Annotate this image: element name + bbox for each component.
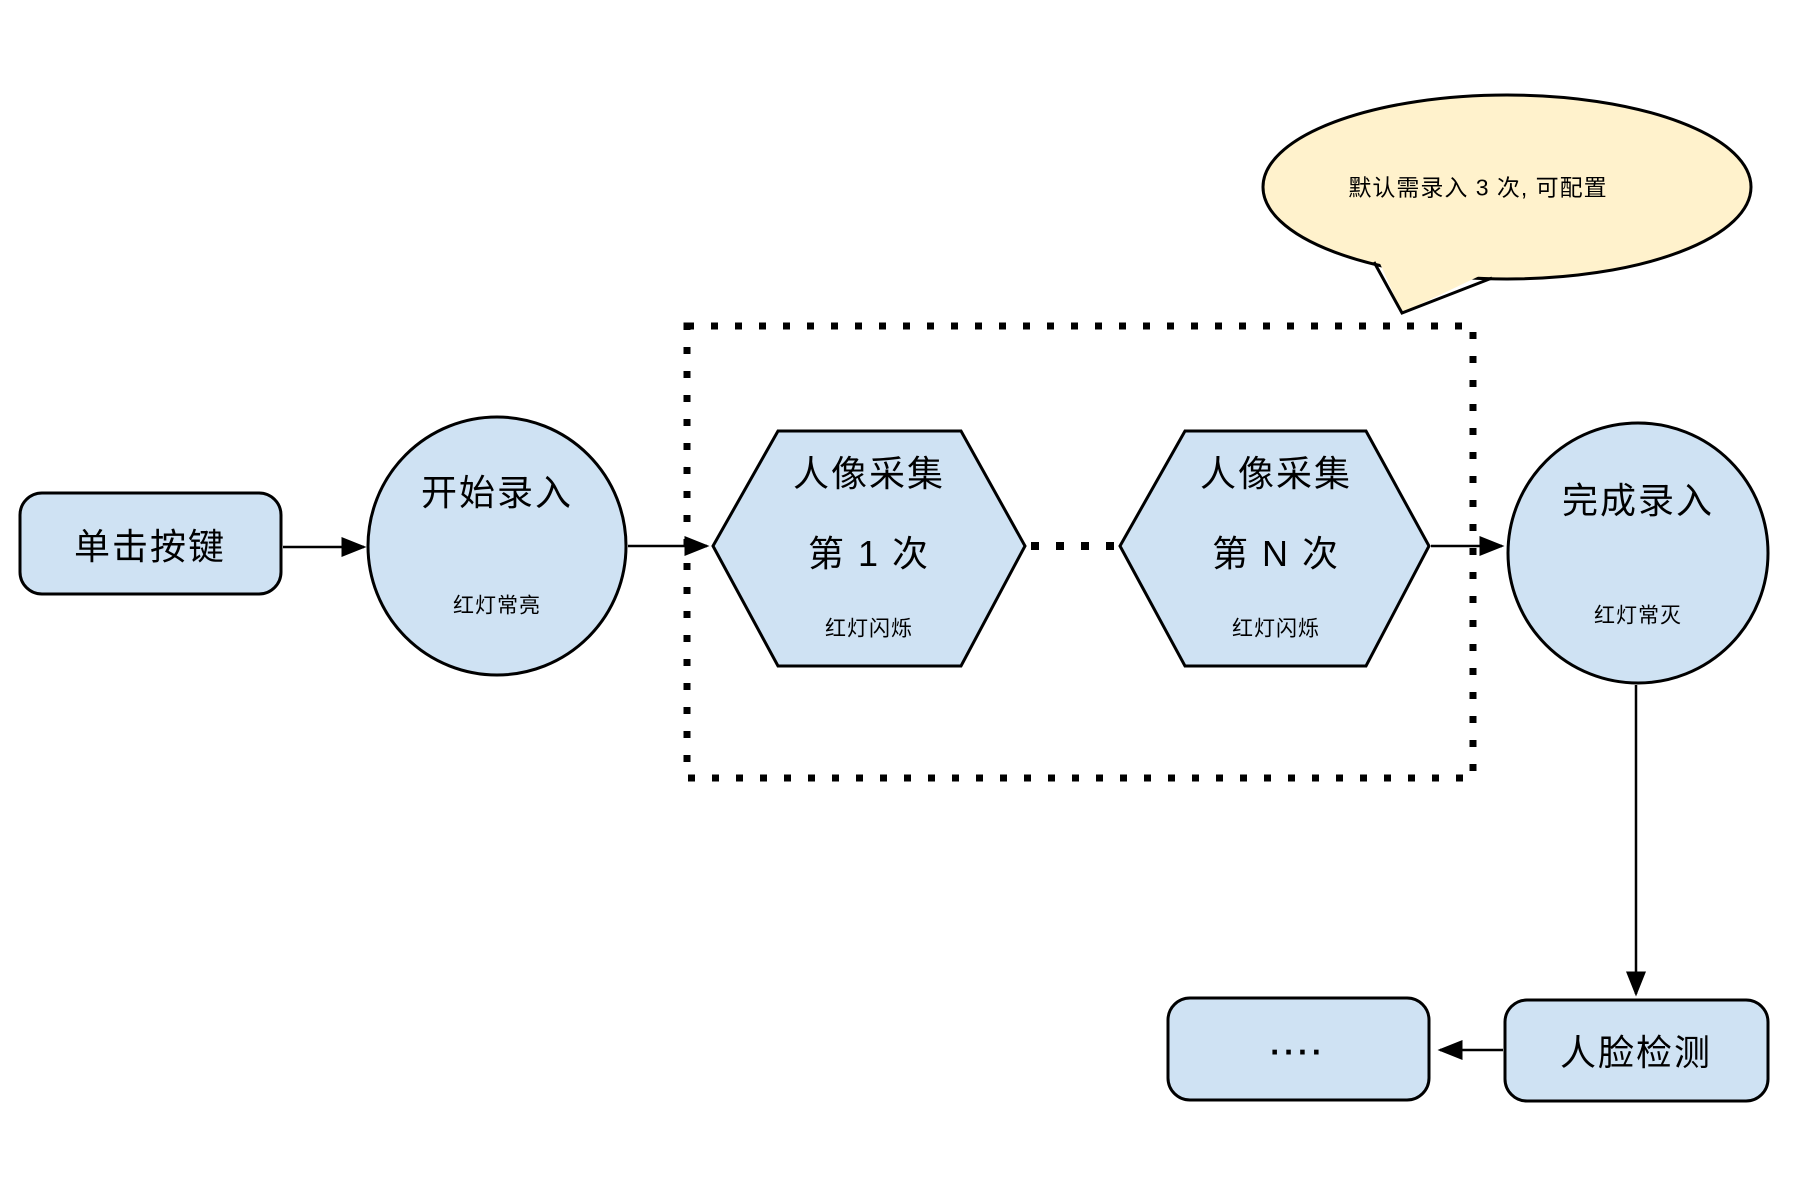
ellipsis-node bbox=[1166, 996, 1431, 1102]
finish-entry-sublabel: 红灯常灭 bbox=[1594, 604, 1682, 628]
callout-bubble-tail bbox=[1374, 250, 1492, 313]
capture-n-sublabel: 红灯闪烁 bbox=[1232, 617, 1320, 641]
finish-entry-circle bbox=[1506, 421, 1770, 685]
capture-1-line2: 第 1 次 bbox=[807, 533, 931, 575]
callout-text: 默认需录入 3 次, 可配置 bbox=[1348, 174, 1608, 201]
capture-1-hexagon bbox=[711, 429, 1027, 668]
callout-bubble bbox=[1261, 93, 1753, 281]
capture-1-line1: 人像采集 bbox=[792, 453, 946, 495]
face-detect-node bbox=[1503, 998, 1770, 1103]
capture-1-sublabel: 红灯闪烁 bbox=[825, 617, 913, 641]
start-entry-label: 开始录入 bbox=[420, 472, 574, 514]
callout-bubble-tail-outline bbox=[1372, 261, 1493, 315]
loop-dashed-border bbox=[683, 322, 1477, 782]
face-detect-label: 人脸检测 bbox=[1559, 1032, 1713, 1074]
start-button-node bbox=[18, 491, 283, 596]
finish-entry-label: 完成录入 bbox=[1561, 480, 1715, 522]
capture-n-line2: 第 N 次 bbox=[1211, 533, 1341, 575]
capture-n-line1: 人像采集 bbox=[1199, 453, 1353, 495]
start-button-label: 单击按键 bbox=[73, 526, 227, 568]
capture-n-hexagon bbox=[1118, 429, 1431, 668]
start-entry-sublabel: 红灯常亮 bbox=[453, 594, 541, 618]
start-entry-circle bbox=[366, 415, 628, 677]
ellipsis-label: .... bbox=[1270, 1025, 1326, 1062]
